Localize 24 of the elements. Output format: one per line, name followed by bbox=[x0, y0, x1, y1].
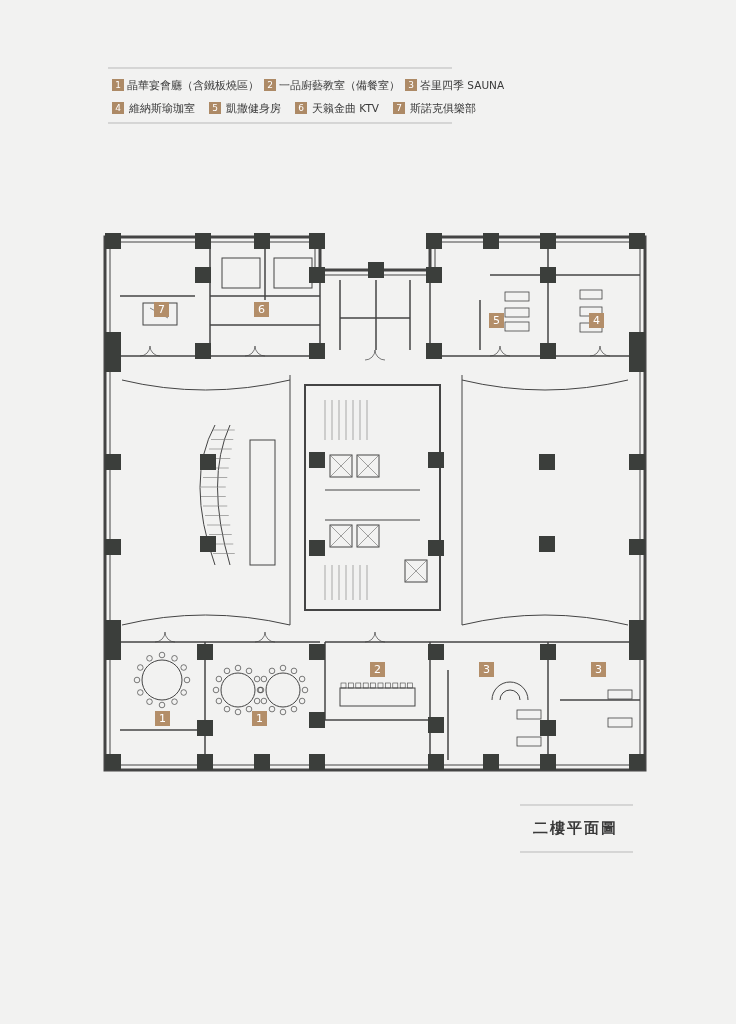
legend-text: 一品廚藝教室（備餐室） bbox=[279, 78, 400, 92]
callout-number: 1 bbox=[252, 711, 267, 726]
callout-number: 6 bbox=[254, 302, 269, 317]
callout-number: 7 bbox=[154, 302, 169, 317]
legend-text: 斯諾克俱樂部 bbox=[410, 101, 476, 115]
number-badge: 3 bbox=[405, 79, 417, 91]
callout-number: 3 bbox=[479, 662, 494, 677]
legend-text: 峇里四季 SAUNA bbox=[420, 78, 505, 92]
callout-number: 2 bbox=[370, 662, 385, 677]
legend-text: 天籟金曲 KTV bbox=[312, 101, 379, 115]
legend-text: 凱撒健身房 bbox=[226, 101, 281, 115]
number-badge: 6 bbox=[295, 102, 307, 114]
number-badge: 4 bbox=[112, 102, 124, 114]
callout-number: 4 bbox=[589, 313, 604, 328]
number-badge: 7 bbox=[393, 102, 405, 114]
callout-number: 3 bbox=[591, 662, 606, 677]
number-badge: 2 bbox=[264, 79, 276, 91]
callout-number: 1 bbox=[155, 711, 170, 726]
plan-title: 二樓平面圖 bbox=[533, 819, 618, 837]
number-badge: 5 bbox=[209, 102, 221, 114]
legend-text: 晶華宴會廳（含鐵板燒區） bbox=[127, 78, 259, 92]
callout-number: 5 bbox=[489, 313, 504, 328]
number-badge: 1 bbox=[112, 79, 124, 91]
legend-text: 維納斯瑜珈室 bbox=[129, 101, 195, 115]
